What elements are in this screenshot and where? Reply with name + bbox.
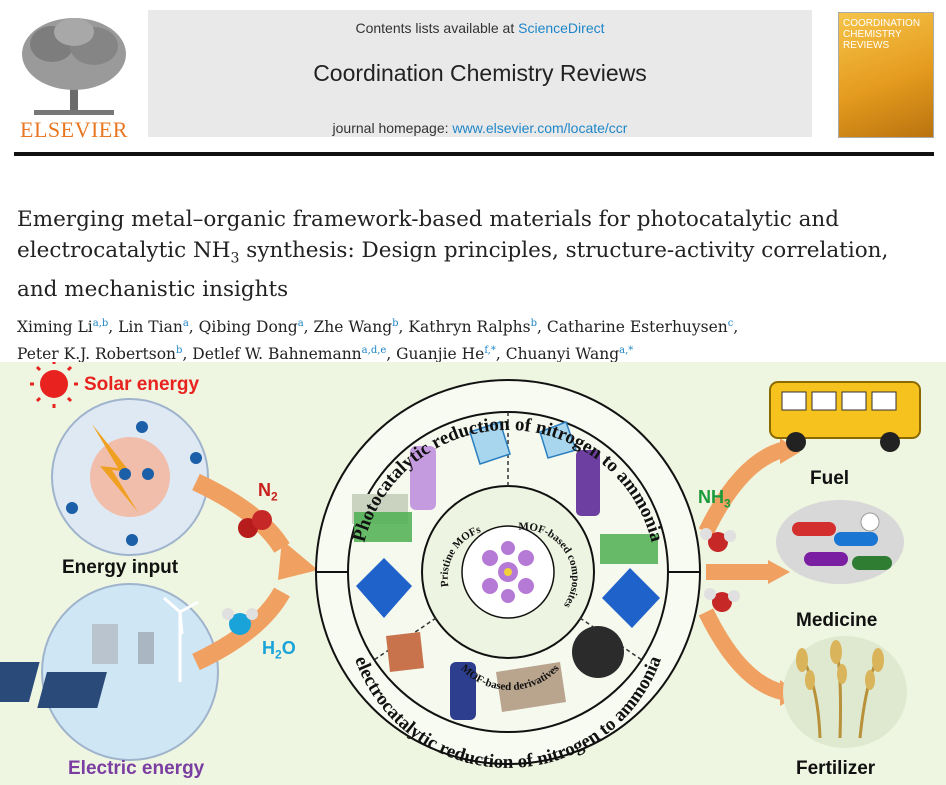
title-part2: synthesis: Design principles, structure-… [17, 238, 889, 303]
author-affiliation[interactable]: b [176, 345, 183, 357]
author-separator: , [188, 318, 199, 337]
h2o-base: H [262, 638, 275, 658]
h2o-tail: O [281, 638, 296, 658]
renewable-energy-circle [0, 583, 219, 761]
author-name[interactable]: Peter K.J. Robertson [17, 345, 177, 364]
homepage-line: journal homepage: www.elsevier.com/locat… [148, 120, 812, 136]
n2-base: N [258, 480, 271, 500]
nh3-molecule [700, 528, 740, 612]
nh3-sub: 3 [724, 496, 731, 511]
author-name[interactable]: Qibing Dong [198, 318, 298, 337]
author-separator: , [495, 345, 506, 364]
homepage-prefix: journal homepage: [332, 120, 453, 136]
electric-energy-label: Electric energy [68, 758, 205, 779]
author-name[interactable]: Ximing Li [17, 318, 93, 337]
author-affiliation[interactable]: a [182, 318, 189, 329]
author-separator: , [386, 345, 397, 364]
sun-icon [30, 362, 78, 408]
energy-input-label: Energy input [62, 557, 179, 578]
fuel-label: Fuel [810, 468, 850, 489]
h2o-molecule [222, 608, 258, 635]
author-name[interactable]: Guanjie He [396, 345, 485, 364]
mof-ring-diagram: Photocatalytic reduction of nitrogen to … [315, 379, 701, 773]
author-affiliation[interactable]: f,* [484, 345, 496, 357]
fertilizer-label: Fertilizer [796, 758, 876, 779]
author-affiliation[interactable]: c [727, 318, 734, 329]
sciencedirect-link[interactable]: ScienceDirect [518, 20, 605, 36]
publisher-name: ELSEVIER [20, 117, 128, 142]
photocatalyst-sphere [51, 398, 209, 556]
author-name[interactable]: Catharine Esterhuysen [546, 318, 728, 337]
pills-icon [776, 500, 904, 584]
author-separator: , [303, 318, 314, 337]
article-title: Emerging metal–organic framework-based m… [17, 204, 917, 305]
author-name[interactable]: Lin Tian [118, 318, 183, 337]
n2-molecule [238, 510, 272, 538]
elsevier-tree-logo [14, 14, 134, 142]
author-name[interactable]: Zhe Wang [313, 318, 393, 337]
journal-header-box [148, 10, 812, 137]
author-separator: , [398, 318, 409, 337]
author-affiliation[interactable]: b [530, 318, 537, 329]
n2-sub: 2 [271, 489, 278, 504]
output-arrows [698, 438, 800, 706]
solar-energy-label: Solar energy [84, 374, 200, 395]
h2o-label: H2O [262, 638, 296, 662]
author-separator: , [733, 318, 739, 337]
author-affiliation[interactable]: b [392, 318, 399, 329]
input-arrows [192, 473, 318, 671]
author-affiliation[interactable]: a [297, 318, 304, 329]
cover-title: COORDINATION CHEMISTRY REVIEWS [843, 18, 921, 51]
nh3-label: NH3 [698, 487, 731, 511]
author-separator: , [108, 318, 119, 337]
medicine-label: Medicine [796, 610, 878, 631]
wheat-icon [783, 636, 907, 748]
author-name[interactable]: Detlef W. Bahnemann [192, 345, 362, 364]
journal-cover-image [838, 12, 934, 138]
nh3-base: NH [698, 487, 724, 507]
bus-icon [769, 381, 921, 452]
contents-line: Contents lists available at ScienceDirec… [148, 20, 812, 36]
header-rule [14, 152, 934, 156]
author-affiliation[interactable]: a,b [92, 318, 109, 329]
title-subscript: 3 [230, 250, 240, 267]
author-list: Ximing Lia,b, Lin Tiana, Qibing Donga, Z… [17, 312, 927, 366]
author-affiliation[interactable]: a,* [619, 345, 634, 357]
author-separator: , [537, 318, 547, 337]
author-separator: , [182, 345, 193, 364]
author-name[interactable]: Kathryn Ralphs [408, 318, 531, 337]
n2-label: N2 [258, 480, 278, 504]
author-name[interactable]: Chuanyi Wang [505, 345, 620, 364]
graphical-abstract: Photocatalytic reduction of nitrogen to … [0, 362, 921, 773]
contents-prefix: Contents lists available at [355, 20, 519, 36]
title-part1: Emerging metal–organic framework-based m… [17, 207, 839, 263]
author-affiliation[interactable]: a,d,e [361, 345, 387, 357]
homepage-link[interactable]: www.elsevier.com/locate/ccr [452, 120, 628, 136]
journal-name: Coordination Chemistry Reviews [313, 60, 647, 86]
h2o-sub: 2 [275, 647, 282, 662]
